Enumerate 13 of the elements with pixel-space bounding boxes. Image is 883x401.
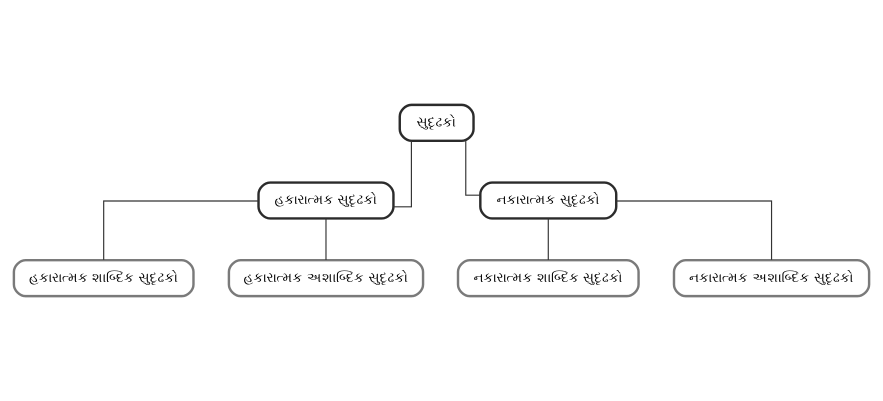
node-box: સુદૃઢકો (398, 104, 475, 142)
node-box: હકારાત્મક અશાબ્દિક સુદૃઢકો (228, 258, 424, 298)
node-box: નકારાત્મક અશાબ્દિક સુદૃઢકો (672, 258, 870, 298)
node-box: હકારાત્મક સુદૃઢકો (257, 181, 395, 220)
connector (548, 218, 549, 260)
node-box: નકારાત્મક શાબ્દિક સુદૃઢકો (456, 258, 640, 298)
node-box: હકારાત્મક શાબ્દિક સુદૃઢકો (12, 258, 195, 298)
connector (103, 200, 258, 260)
node-box: નકારાત્મક સુદૃઢકો (479, 181, 618, 220)
connector (325, 218, 327, 260)
connector (465, 141, 480, 196)
connector (394, 141, 412, 208)
connector (616, 200, 772, 260)
